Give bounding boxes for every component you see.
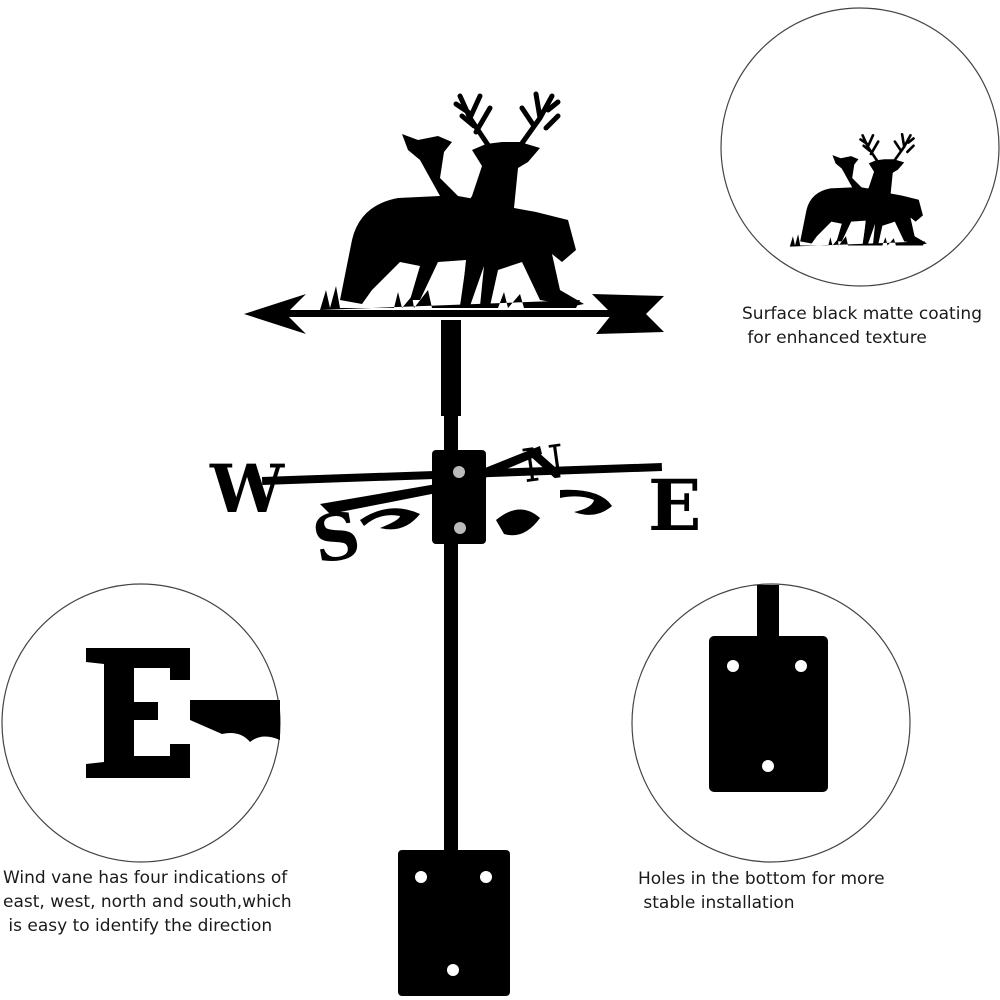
holes-caption: Holes in the bottom for more stable inst… bbox=[638, 867, 885, 915]
plate-hole-right bbox=[795, 660, 807, 672]
east-scroll bbox=[560, 489, 612, 515]
weathervane: W E N S bbox=[209, 94, 701, 996]
direction-caption-line: east, west, north and south,which bbox=[3, 892, 292, 912]
coating-caption-line: Surface black matte coating bbox=[742, 304, 982, 324]
arrow-tail bbox=[592, 294, 664, 334]
direction-caption-line: Wind vane has four indications of bbox=[3, 868, 288, 888]
base-plate bbox=[398, 850, 510, 996]
zoom-circle-deer bbox=[720, 7, 1000, 287]
base-hole-top-right bbox=[480, 871, 492, 883]
base-hole-bottom bbox=[447, 964, 459, 976]
base-hole-top-left bbox=[415, 871, 427, 883]
plate-hole-bottom bbox=[762, 760, 774, 772]
upper-pole bbox=[441, 320, 461, 416]
coating-caption-line: for enhanced texture bbox=[742, 328, 927, 348]
west-scroll bbox=[360, 508, 420, 530]
east-letter: E bbox=[648, 464, 701, 547]
coating-caption: Surface black matte coating for enhanced… bbox=[742, 302, 982, 350]
letter-e-detail-icon bbox=[86, 648, 280, 778]
direction-caption: Wind vane has four indications of east, … bbox=[3, 866, 292, 938]
deer-silhouette-icon bbox=[320, 94, 584, 310]
south-arm bbox=[320, 480, 462, 514]
south-letter: S bbox=[307, 497, 366, 579]
zoom-circle-letter bbox=[1, 583, 281, 863]
hub-bolt-top bbox=[453, 466, 465, 478]
hub-bolt-bottom bbox=[454, 522, 466, 534]
hub-bracket bbox=[432, 450, 486, 544]
arrow-shaft bbox=[270, 310, 630, 317]
direction-caption-line: is easy to identify the direction bbox=[3, 916, 273, 936]
center-scroll bbox=[496, 509, 540, 536]
arrow-head bbox=[244, 294, 306, 334]
plate-hole-left bbox=[727, 660, 739, 672]
plate-pole-detail bbox=[757, 585, 779, 743]
west-letter: W bbox=[209, 450, 285, 528]
north-letter: N bbox=[519, 434, 568, 493]
holes-caption-line: Holes in the bottom for more bbox=[638, 869, 885, 889]
zoom-circle-plate bbox=[631, 583, 911, 863]
holes-caption-line: stable installation bbox=[638, 893, 795, 913]
